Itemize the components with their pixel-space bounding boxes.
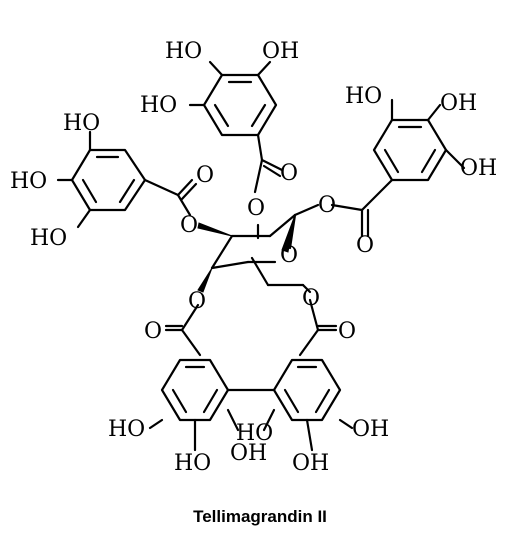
label-ho: HO <box>108 417 145 442</box>
label-o: O <box>144 319 162 344</box>
label-o: O <box>356 233 374 258</box>
label-ho: HO <box>30 226 67 251</box>
label-o: O <box>196 163 214 188</box>
label-oh: OH <box>352 417 389 442</box>
label-ho: HO <box>345 84 382 109</box>
left-galloyl-group <box>56 130 198 229</box>
label-oh: OH <box>460 156 497 181</box>
label-ho: HO <box>236 421 273 446</box>
atom-labels: HO OH HO O O HO HO HO O O HO OH OH O O O… <box>10 39 497 476</box>
hhdp-group <box>148 298 354 452</box>
label-o: O <box>188 289 206 314</box>
label-o: O <box>180 213 198 238</box>
label-ho: HO <box>63 111 100 136</box>
label-oh: OH <box>230 441 267 466</box>
right-galloyl-group <box>330 98 466 238</box>
figure-caption: Tellimagrandin II <box>193 507 327 526</box>
label-o: O <box>338 319 356 344</box>
label-o: O <box>318 193 336 218</box>
label-o: O <box>302 286 320 311</box>
label-o: O <box>280 243 298 268</box>
label-ho: HO <box>140 93 177 118</box>
label-oh: OH <box>292 451 329 476</box>
label-oh: OH <box>440 91 477 116</box>
glucose-core <box>197 203 320 294</box>
label-o: O <box>280 161 298 186</box>
top-galloyl-group <box>188 60 284 194</box>
label-ho: HO <box>10 169 47 194</box>
label-ho: HO <box>165 39 202 64</box>
label-o: O <box>247 196 265 221</box>
label-oh: OH <box>262 39 299 64</box>
label-ho: HO <box>174 451 211 476</box>
